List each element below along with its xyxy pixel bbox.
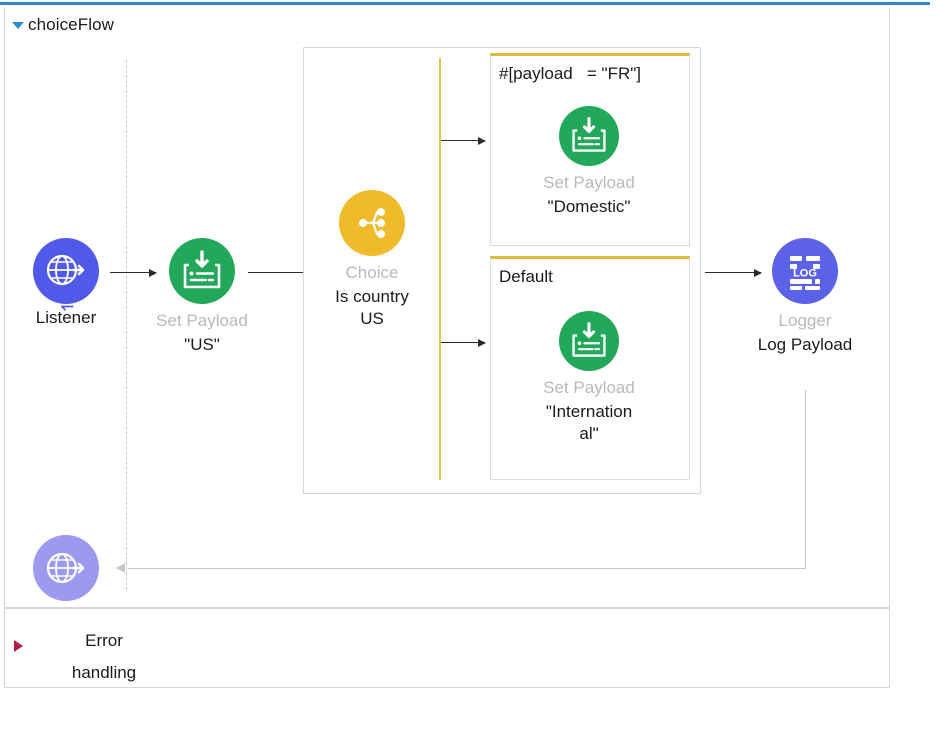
error-handling-panel[interactable] [4,608,890,688]
node-choice-type: Choice [345,263,399,282]
error-handling-label: Error handling [44,625,164,690]
error-handling-label-line2: handling [71,663,137,683]
node-choice-label-line1: Is country [335,287,409,307]
return-path-vertical [805,390,806,569]
top-accent-bar [0,2,930,5]
choice-branch-icon [339,190,405,256]
node-logger[interactable]: LOG Logger Log Payload [725,238,885,356]
connector-choice-to-logger [705,268,762,277]
node-logger-type: Logger [778,311,832,330]
node-set-payload-us-type: Set Payload [156,311,248,330]
node-set-payload-domestic[interactable]: Set Payload "Domestic" [509,106,669,218]
node-set-payload-international-label-line2: al" [579,423,599,443]
log-icon: LOG [772,238,838,304]
node-set-payload-domestic-label: "Domestic" [547,197,631,217]
node-logger-label: Log Payload [757,335,853,355]
svg-text:LOG: LOG [793,268,817,280]
node-set-payload-international-type: Set Payload [543,378,635,397]
branch-when[interactable]: #[payload = "FR"] Set Payload "Domestic" [490,53,690,246]
branch-when-condition: #[payload = "FR"] [499,64,642,83]
return-path-arrow [116,563,125,573]
triangle-down-icon[interactable] [12,22,24,29]
connector-spine-to-domestic [441,136,486,145]
node-set-payload-domestic-type: Set Payload [543,173,635,192]
node-listener-response[interactable] [0,535,146,601]
set-payload-icon [169,238,235,304]
globe-arrow-icon [33,238,99,311]
set-payload-icon [559,311,619,371]
branch-default-title: Default [499,267,553,286]
page-title: choiceFlow [28,15,115,34]
choice-router-spine [439,58,441,480]
node-set-payload-us[interactable]: Set Payload "US" [122,238,282,356]
triangle-right-icon[interactable] [14,640,23,652]
set-payload-icon [559,106,619,166]
node-listener-label: Listener [35,308,97,327]
node-listener[interactable]: Listener [0,238,146,328]
node-choice-label-line2: US [360,308,384,328]
return-path-horizontal [128,568,806,569]
node-set-payload-international[interactable]: Set Payload "Internation al" [509,311,669,444]
node-set-payload-us-label: "US" [184,335,220,355]
node-choice[interactable]: Choice Is country US [292,190,452,329]
branch-default[interactable]: Default Set Payload "Internation al" [490,256,690,480]
connector-spine-to-international [441,338,486,347]
node-set-payload-international-label-line1: "Internation [545,402,633,422]
connector-listener-to-setpayload [110,268,157,277]
source-divider [126,60,127,590]
error-handling-label-line1: Error [85,631,123,650]
globe-arrow-icon [33,535,99,601]
